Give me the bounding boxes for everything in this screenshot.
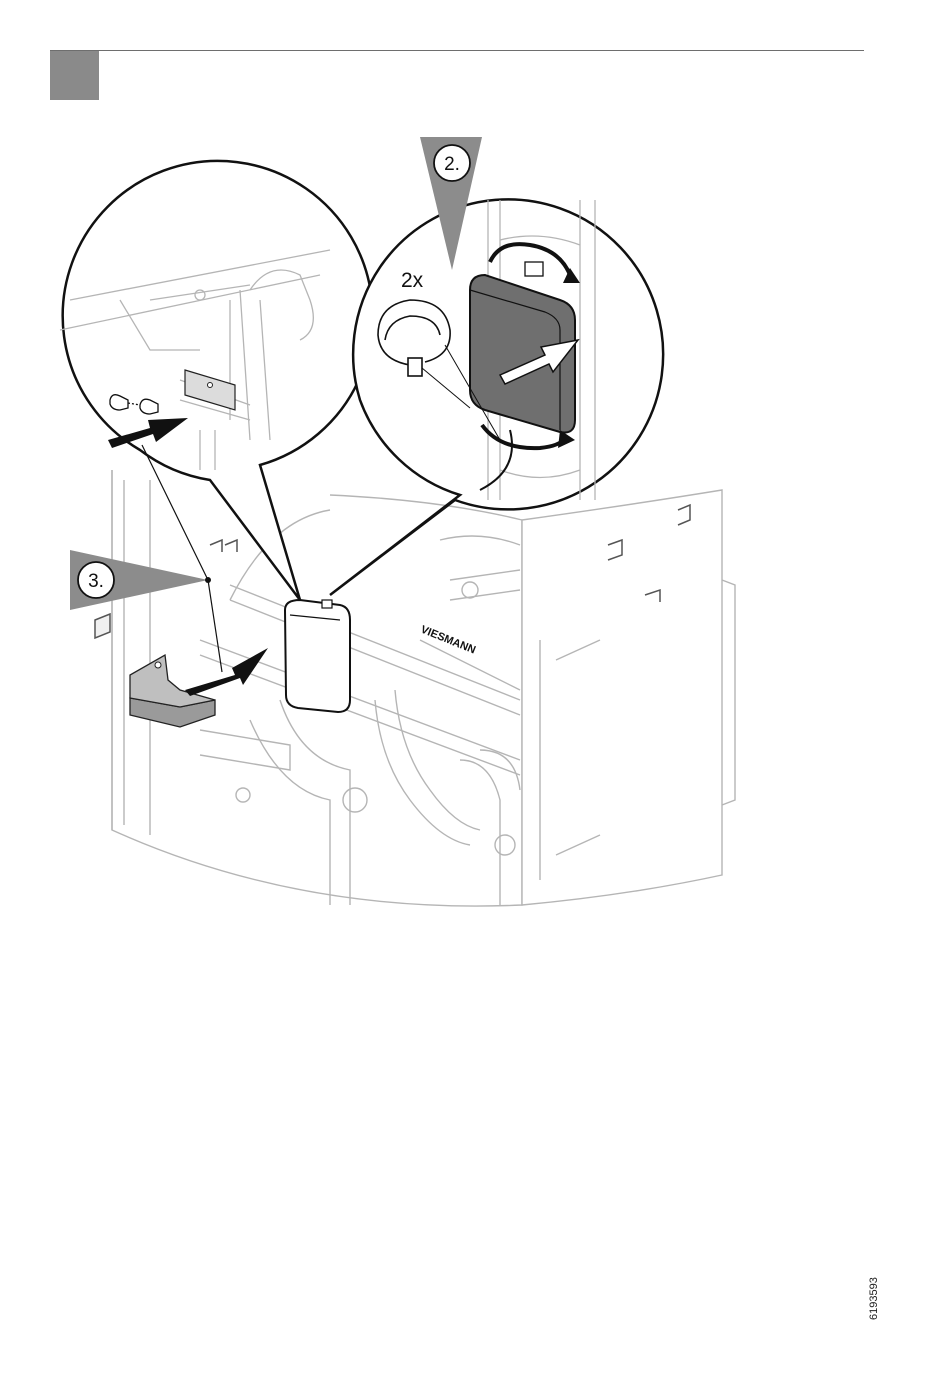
document-number: 6193593 [870,1290,900,1330]
document-number-text: 6193593 [868,1277,880,1320]
step-2-label: 2. [444,154,460,175]
step-3-label: 3. [88,571,104,592]
quantity-label: 2x [401,269,424,292]
insert-arrow-bracket [185,648,268,696]
brand-marking: VIESMANN [419,624,477,657]
detail-callout-left [60,161,373,600]
installed-module [285,600,350,712]
